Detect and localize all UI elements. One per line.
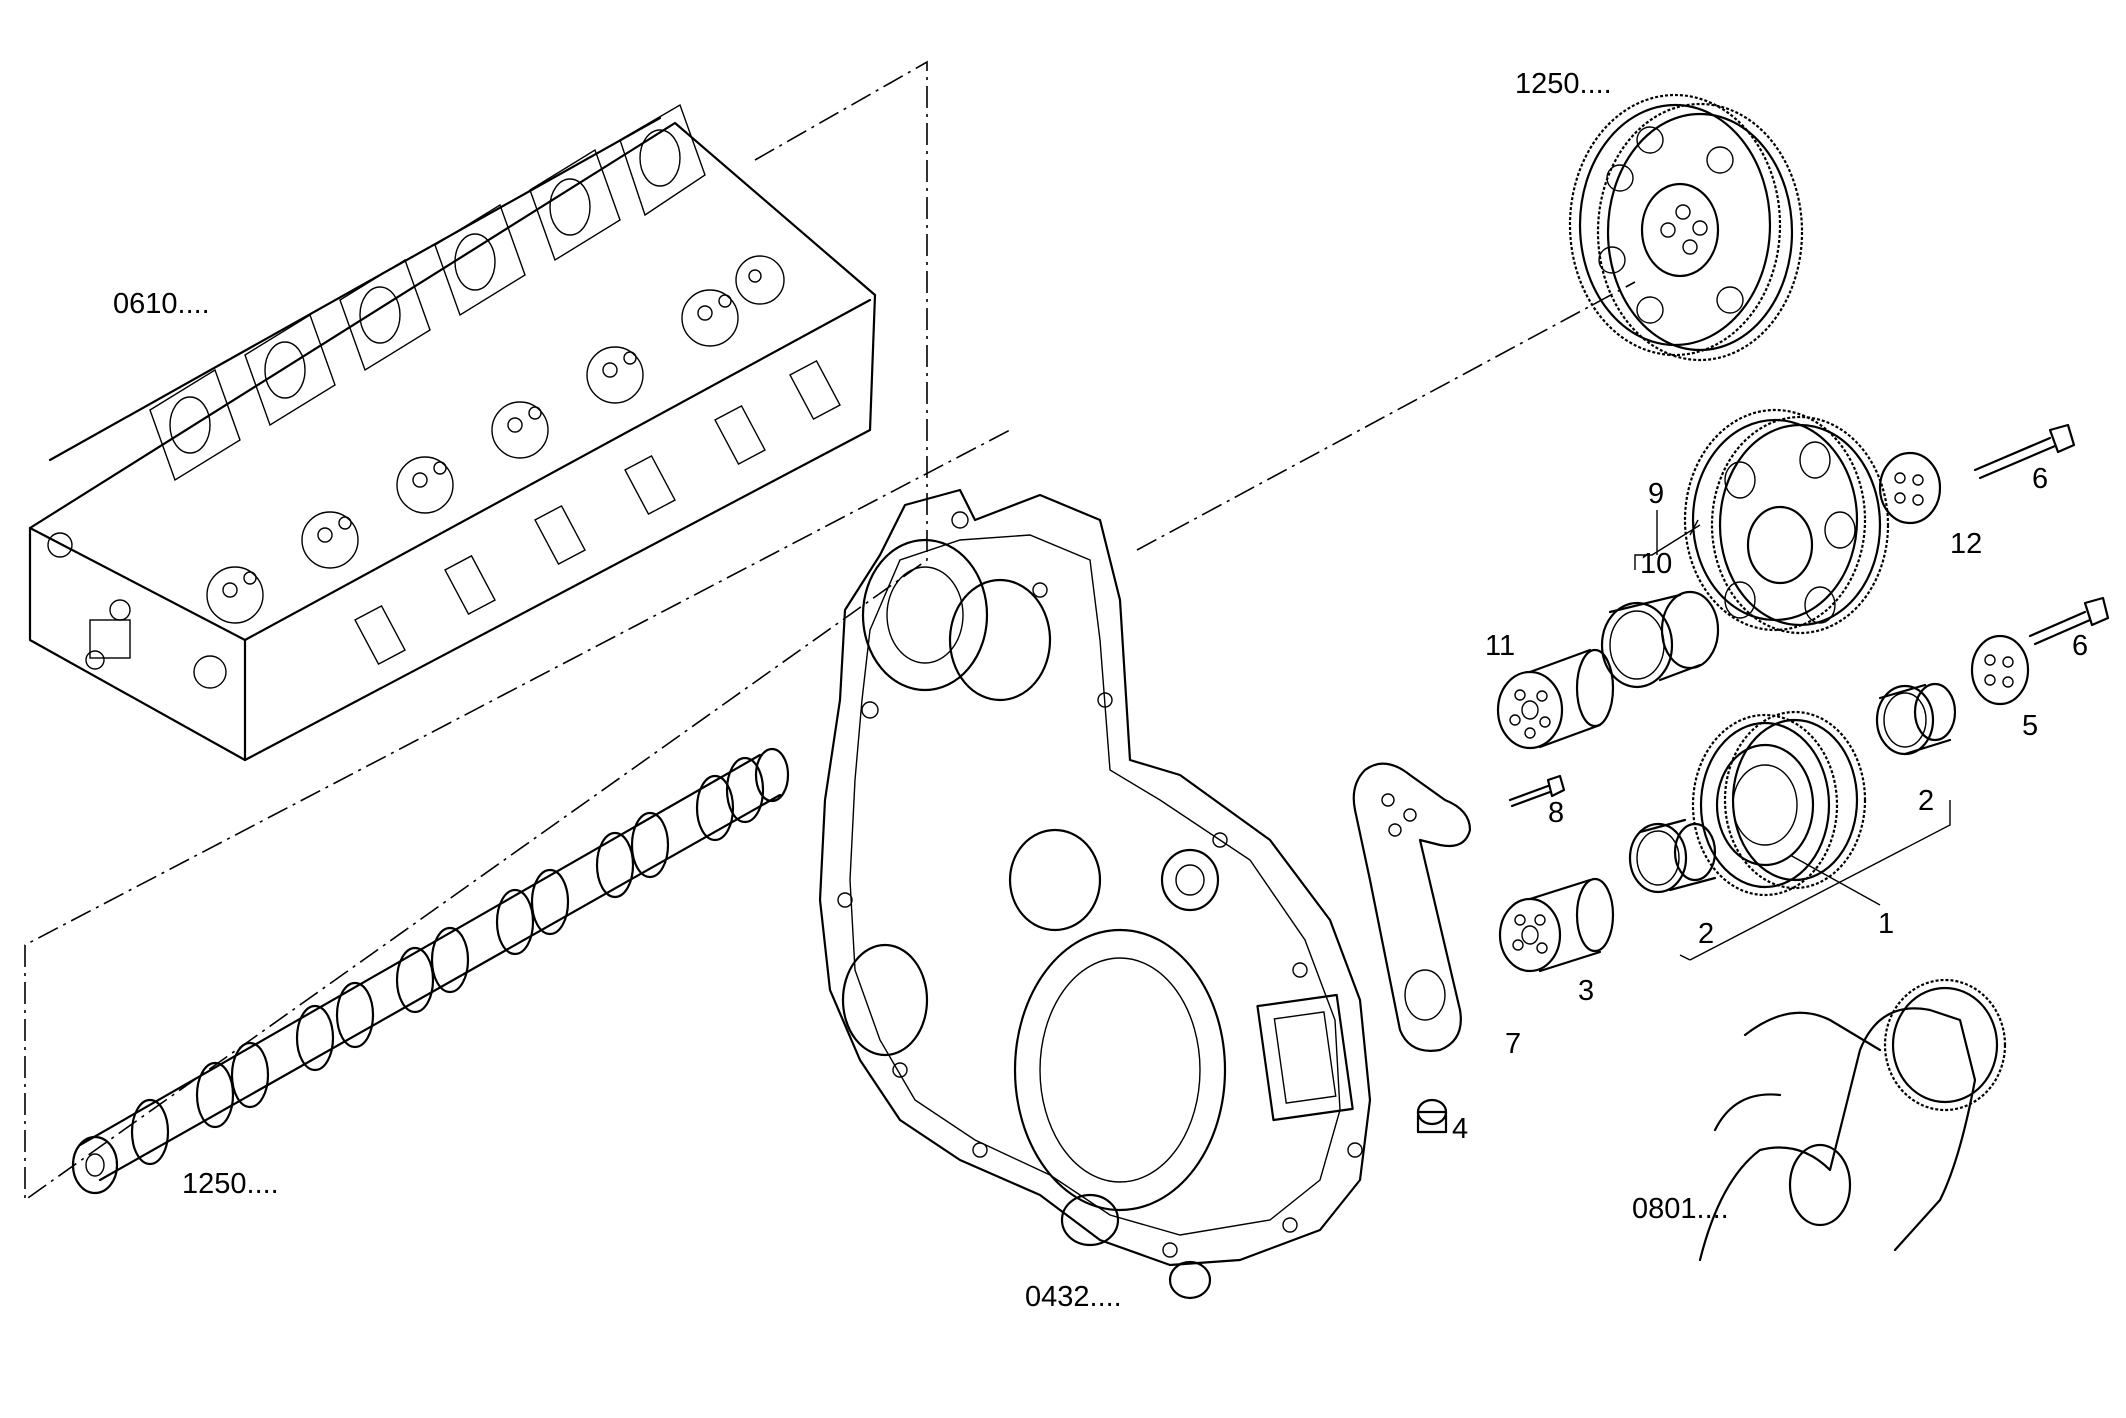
callout-8: 8 xyxy=(1548,797,1564,829)
cylinder-head xyxy=(28,103,877,762)
callout-12: 12 xyxy=(1950,528,1982,560)
callout-3: 3 xyxy=(1578,975,1594,1007)
label-cylinder-head: 0610.... xyxy=(113,288,210,320)
reference-labels: 0610.... 1250.... 1250.... 0432.... 0801… xyxy=(113,68,1729,1313)
callout-6-bottom: 6 xyxy=(2072,630,2088,662)
label-timing-cover: 0432.... xyxy=(1025,1281,1122,1313)
callout-2-right: 2 xyxy=(1918,785,1934,817)
label-camshaft: 1250.... xyxy=(182,1168,279,1200)
alignment-lines xyxy=(24,60,1636,1202)
callout-10: 10 xyxy=(1640,548,1672,580)
bracket xyxy=(1352,762,1472,1052)
idler-gear xyxy=(1683,408,1890,635)
callout-6-top: 6 xyxy=(2032,463,2048,495)
callout-5: 5 xyxy=(2022,710,2038,742)
label-crankshaft: 0801.... xyxy=(1632,1193,1729,1225)
camshaft xyxy=(71,747,790,1195)
top-gear xyxy=(1568,93,1804,362)
crankshaft xyxy=(1698,978,2007,1262)
callout-7: 7 xyxy=(1505,1028,1521,1060)
callout-2-left: 2 xyxy=(1698,918,1714,950)
part-callouts: 1 2 2 3 4 5 6 6 7 8 9 10 11 12 xyxy=(1452,463,2088,1145)
callout-4: 4 xyxy=(1452,1113,1468,1145)
small-gear xyxy=(1691,710,1867,897)
callout-11: 11 xyxy=(1485,630,1515,662)
callout-1: 1 xyxy=(1878,908,1894,940)
label-top-gear: 1250.... xyxy=(1515,68,1612,100)
timing-gear-case xyxy=(818,488,1372,1300)
bushings-and-pins xyxy=(1416,423,2110,1134)
leader-lines xyxy=(1634,510,1951,961)
callout-9: 9 xyxy=(1648,478,1664,510)
